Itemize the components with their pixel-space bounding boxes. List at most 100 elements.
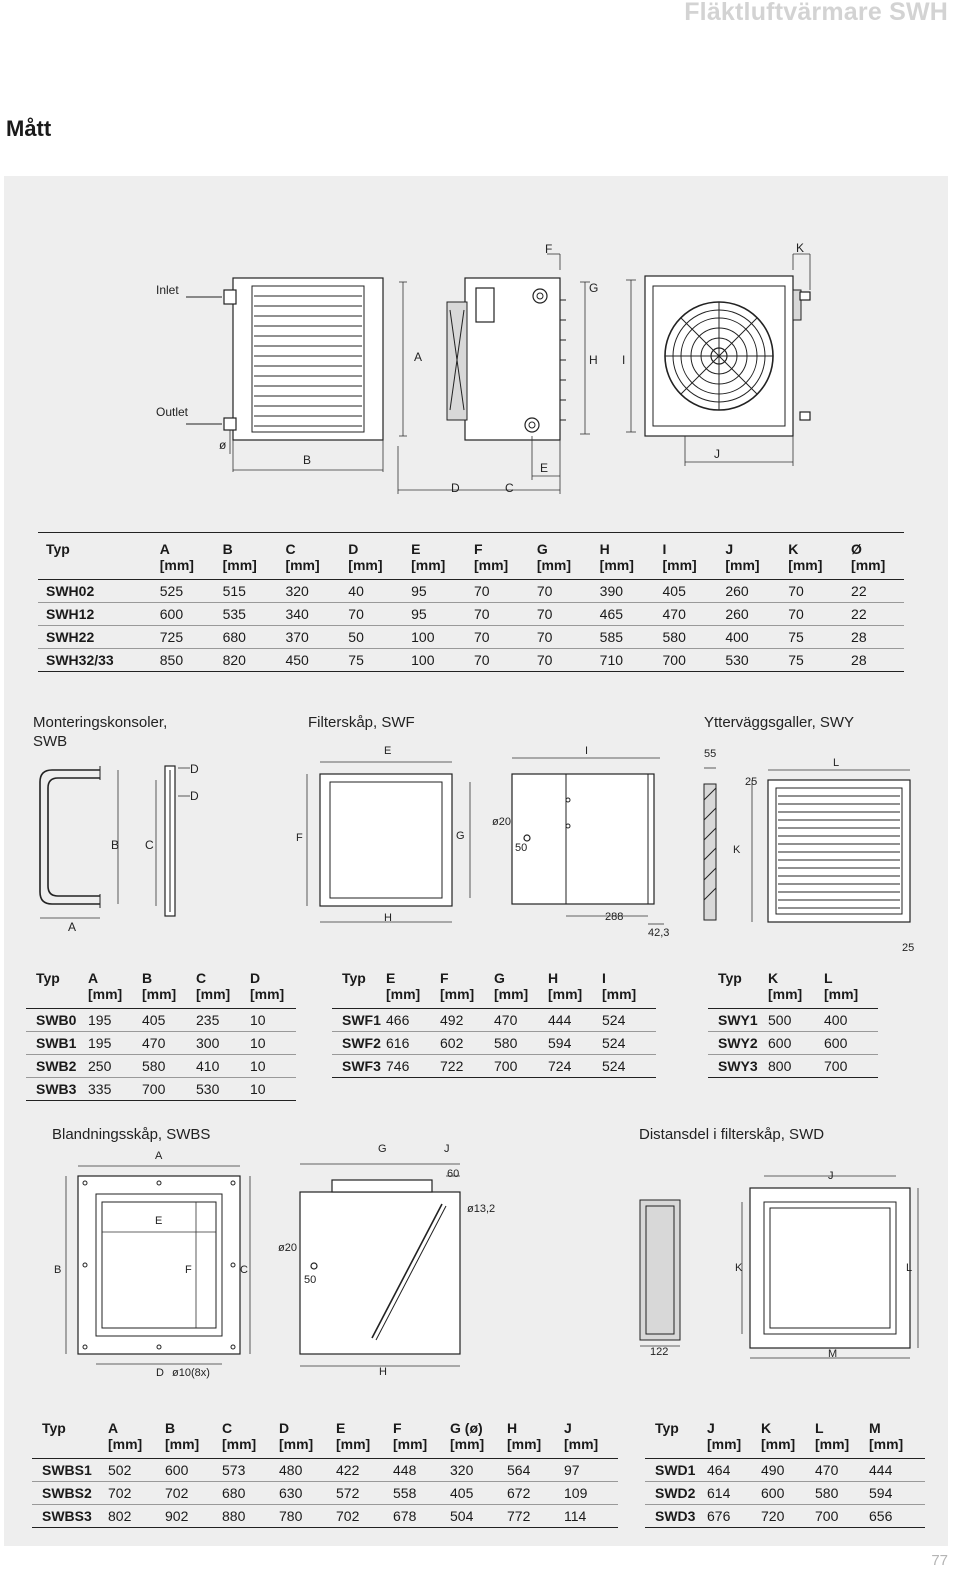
swd-dimensions-table: Typ J K L M [mm] [mm] [mm] [mm] SWD1 464…	[645, 1412, 925, 1528]
table-cell: 320	[450, 1458, 507, 1482]
table-cell: 50	[348, 625, 412, 649]
table-cell: 772	[507, 1504, 564, 1528]
table-cell: 22	[851, 602, 904, 626]
table-cell-type: SWH32/33	[38, 648, 160, 672]
table-cell: 614	[707, 1481, 761, 1505]
table-unit-cell: [mm]	[285, 557, 349, 580]
table-cell: 594	[869, 1481, 925, 1505]
swb-bracket-shape	[39, 769, 100, 905]
table-unit-cell	[645, 1436, 707, 1459]
table-cell: 10	[250, 1077, 296, 1101]
table-unit-cell: [mm]	[851, 557, 904, 580]
table-cell: 10	[250, 1031, 296, 1055]
table-unit-cell: [mm]	[599, 557, 663, 580]
table-cell-type: SWF2	[332, 1031, 386, 1055]
table-cell: 656	[869, 1504, 925, 1528]
table-cell-type: SWY2	[708, 1031, 768, 1055]
page-header-title: Fläktluftvärmare SWH	[684, 0, 948, 26]
table-row: SWD2 614 600 580 594	[645, 1481, 925, 1505]
swbs-label-d20: ø20	[278, 1242, 297, 1254]
swd-label-K: K	[735, 1262, 743, 1274]
table-row: SWH22 725 680 370 50 100 70 70 585 580 4…	[38, 625, 904, 649]
table-header-cell: B	[165, 1420, 176, 1436]
inlet-label: Inlet	[156, 283, 179, 297]
table-cell: 600	[761, 1481, 815, 1505]
table-cell: 410	[196, 1054, 250, 1078]
table-cell-type: SWH12	[38, 602, 160, 626]
table-header-cell: A	[108, 1420, 119, 1436]
dim-label-A: A	[414, 350, 423, 364]
swf-label-G: G	[456, 830, 465, 842]
table-unit-cell: [mm]	[336, 1436, 393, 1459]
table-cell-type: SWB0	[26, 1008, 88, 1032]
swbs-damper-blade	[371, 1203, 443, 1339]
table-cell: 558	[393, 1481, 450, 1505]
table-header-cell: H	[599, 532, 663, 557]
table-cell: 75	[348, 648, 412, 672]
table-row: SWF2 616 602 580 594 524	[332, 1031, 656, 1055]
table-unit-cell: [mm]	[788, 557, 852, 580]
swf-label-H: H	[384, 912, 392, 924]
swb-label-C: C	[145, 838, 154, 852]
table-cell: 490	[761, 1458, 815, 1482]
table-unit-cell: [mm]	[507, 1436, 564, 1459]
table-cell: 524	[602, 1008, 656, 1032]
swd-label-L: L	[906, 1262, 913, 1274]
table-cell: 70	[473, 602, 537, 626]
table-header-cell: H	[548, 970, 559, 986]
table-cell: 10	[250, 1054, 296, 1078]
table-cell-type: SWF3	[332, 1054, 386, 1078]
table-unit-row: [mm] [mm] [mm] [mm]	[26, 986, 296, 1009]
table-unit-cell	[32, 1436, 108, 1459]
table-cell: 678	[393, 1504, 450, 1528]
table-cell: 70	[536, 648, 600, 672]
table-cell-type: SWH02	[38, 579, 160, 603]
table-cell: 710	[599, 648, 663, 672]
table-header-cell: Typ	[718, 970, 742, 986]
table-cell: 97	[564, 1458, 618, 1482]
table-unit-cell: [mm]	[450, 1436, 507, 1459]
table-cell: 600	[165, 1458, 222, 1482]
table-cell: 700	[142, 1077, 196, 1101]
table-unit-row: [mm] [mm] [mm] [mm] [mm]	[332, 986, 656, 1009]
table-header-cell: C	[196, 970, 207, 986]
swy-dimensions-table: Typ K L [mm] [mm] SWY1 500 400 SWY2 600 …	[708, 962, 878, 1078]
table-header-cell: K	[788, 532, 852, 557]
swf-label-d288: 288	[605, 911, 624, 923]
table-cell: 602	[440, 1031, 494, 1055]
dim-label-E: E	[540, 461, 549, 475]
swb-label-D1: D	[190, 762, 199, 776]
dim-label-B: B	[303, 453, 312, 467]
swy-label-d25b: 25	[902, 942, 915, 954]
table-row: SWD3 676 720 700 656	[645, 1504, 925, 1528]
swf-front-frame	[319, 773, 453, 907]
swy-grille-slats	[778, 795, 900, 909]
table-header-cell: Typ	[655, 1420, 679, 1436]
table-header-row: Typ A B C D E F G (ø) H J	[32, 1412, 618, 1436]
table-header-cell: Typ	[42, 1420, 66, 1436]
table-header-cell: M	[869, 1420, 881, 1436]
table-cell: 260	[725, 579, 789, 603]
table-cell-type: SWF1	[332, 1008, 386, 1032]
swf-label-d20: ø20	[492, 816, 511, 828]
main-unit-drawing	[186, 253, 811, 494]
table-row: SWH32/33 850 820 450 75 100 70 70 710 70…	[38, 648, 904, 672]
table-unit-cell: [mm]	[725, 557, 789, 580]
table-header-cell: F	[393, 1420, 402, 1436]
table-cell: 524	[602, 1031, 656, 1055]
table-unit-row: [mm] [mm]	[708, 986, 878, 1009]
table-cell: 100	[411, 648, 474, 672]
accessory-drawings-1	[39, 757, 911, 925]
table-unit-cell: [mm]	[602, 986, 656, 1009]
table-cell: 515	[222, 579, 286, 603]
unit-side-fins	[560, 299, 566, 421]
table-cell: 500	[768, 1008, 824, 1032]
table-cell: 405	[662, 579, 726, 603]
swbs-label-d50: 50	[304, 1274, 317, 1286]
table-header-cell: L	[824, 970, 833, 986]
table-row: SWY2 600 600	[708, 1031, 878, 1055]
table-cell: 702	[165, 1481, 222, 1505]
swbs-label-F: F	[185, 1264, 192, 1276]
table-cell: 70	[788, 602, 852, 626]
table-unit-cell: [mm]	[411, 557, 474, 580]
